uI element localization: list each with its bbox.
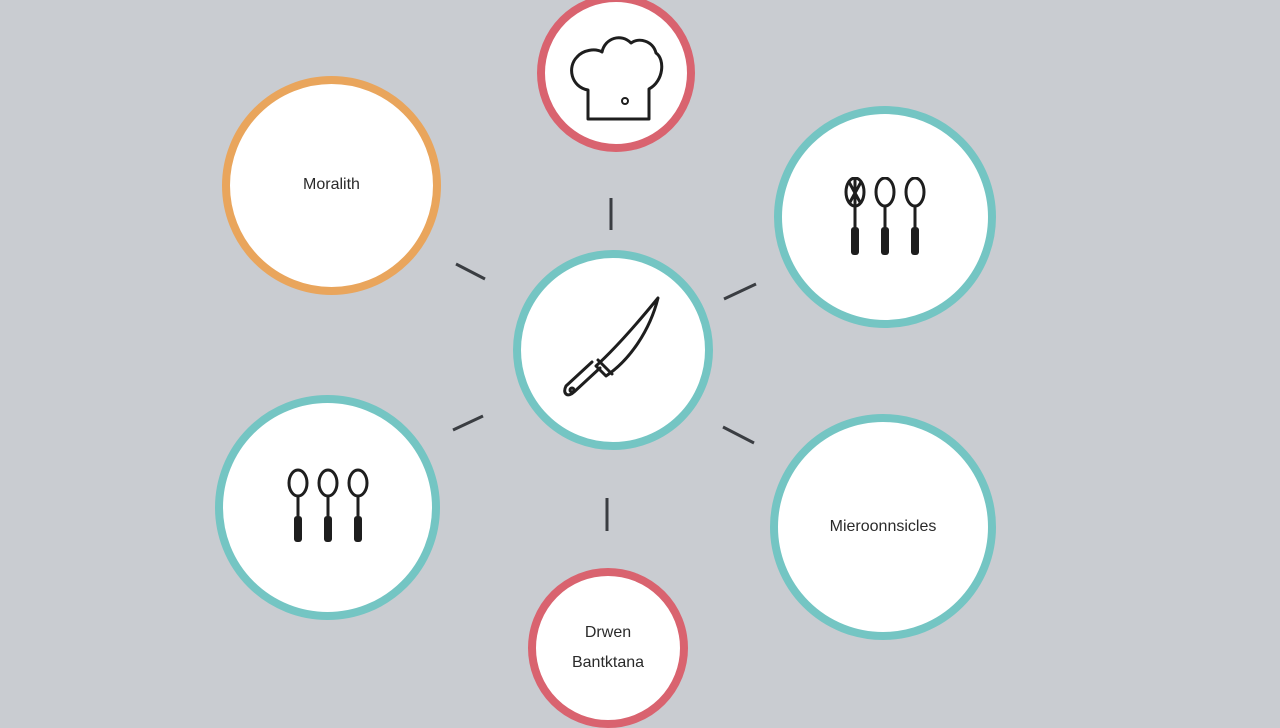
hub-node-knife [513, 250, 713, 450]
chef-hat-icon [570, 36, 664, 121]
node-label-moralith: Moralith [303, 176, 360, 194]
node-moralith: Moralith [222, 76, 441, 295]
connector-lower-right [722, 425, 755, 445]
node-whisk-spoons [774, 106, 996, 328]
node-chef-hat [537, 0, 695, 152]
spoons-icon [287, 468, 368, 542]
connector-upper-right [723, 282, 757, 301]
connector-upper-left [455, 262, 486, 281]
connector-lower-left [452, 414, 484, 432]
node-label-line1: Drwen [584, 623, 632, 641]
chef-knife-icon [563, 296, 660, 397]
whisk-and-spoons-icon [844, 177, 926, 255]
node-label-mieroonnsicles: Mieroonnsicles [829, 517, 937, 535]
node-spoons [215, 395, 440, 620]
node-label-line2: Bantktana [571, 654, 645, 671]
node-mieroonnsicles: Mieroonnsicles [770, 414, 996, 640]
node-drwen-bantktana: Drwen Bantktana [528, 568, 688, 728]
